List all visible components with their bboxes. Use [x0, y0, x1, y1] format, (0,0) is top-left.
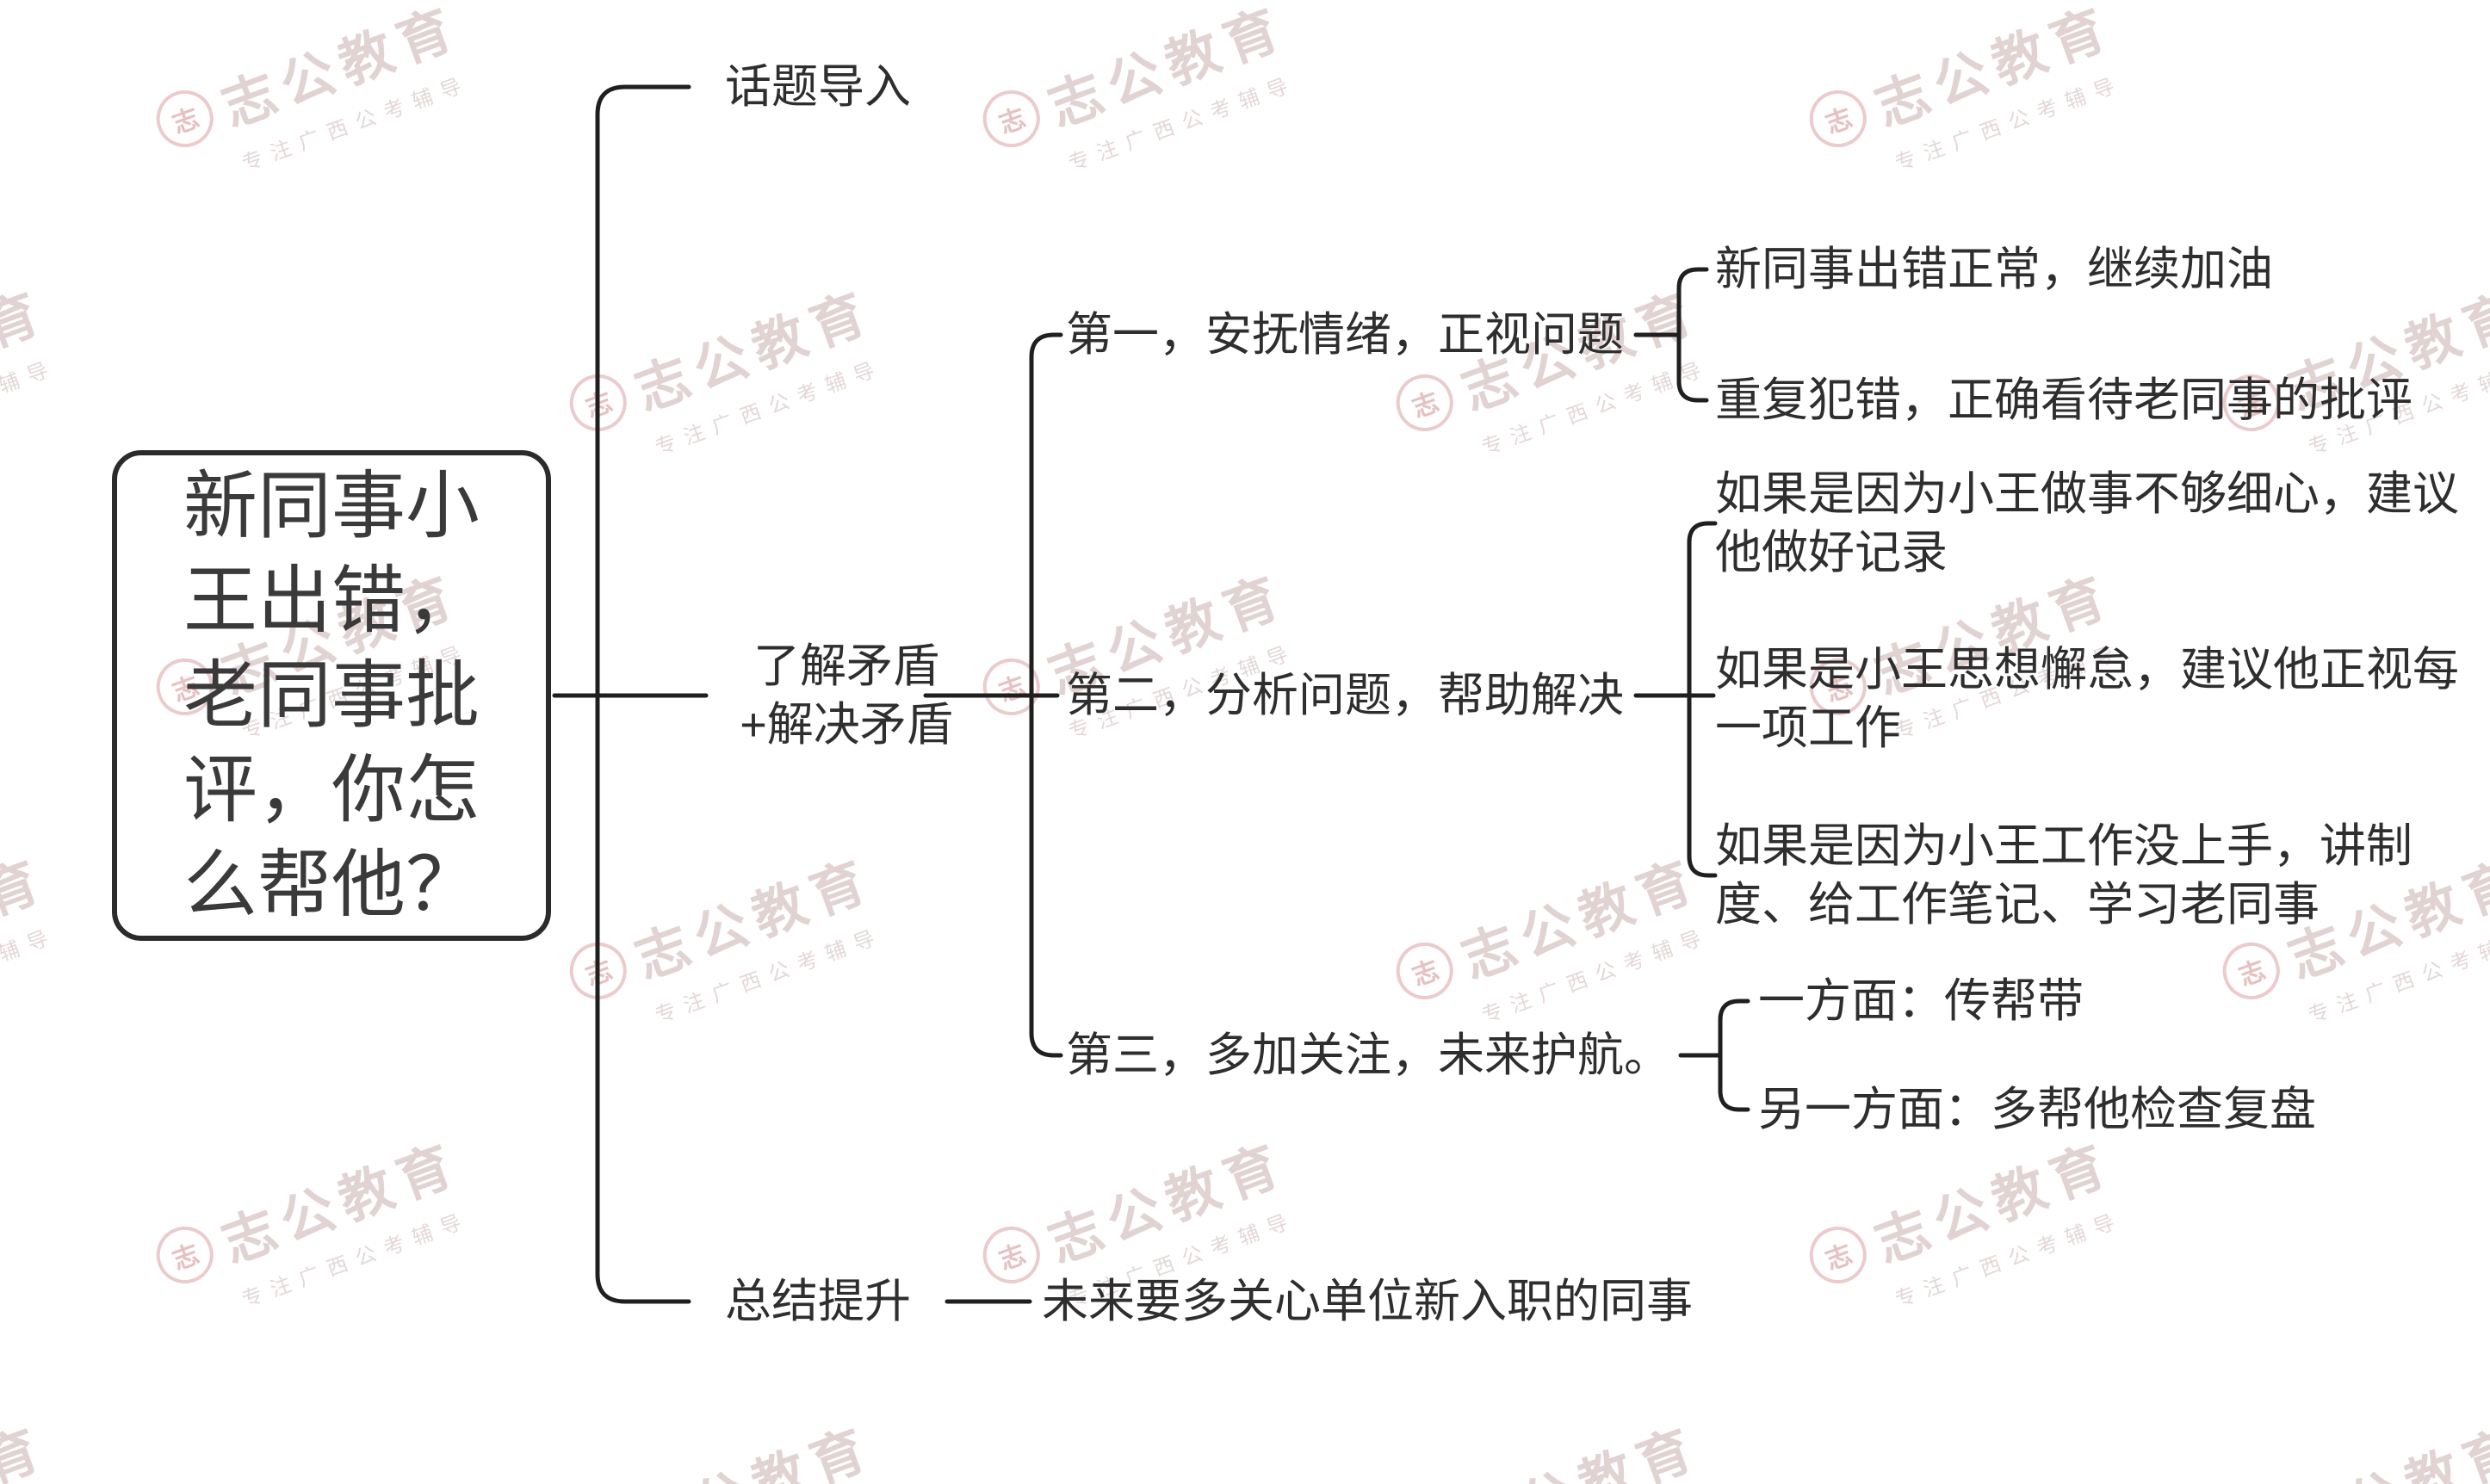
leaf-third-2: 另一方面：多帮他检查复盘	[1758, 1084, 2316, 1135]
branch-summary: 总结提升	[725, 1276, 911, 1327]
node-point-third: 第三，多加关注，未来护航。	[1066, 1030, 1670, 1081]
leaf-third-1: 一方面：传帮带	[1758, 975, 2084, 1027]
leaf-second-3: 如果是因为小王工作没上手，讲制 度、给工作笔记、学习老同事	[1715, 820, 2413, 931]
node-root: 新同事小 王出错， 老同事批 评，你怎 么帮他？	[112, 450, 551, 941]
branch-topic-intro: 话题导入	[725, 61, 911, 113]
connector-first-brace	[1676, 267, 1709, 403]
node-point-first: 第一，安抚情绪，正视问题	[1066, 309, 1624, 361]
leaf-first-1: 新同事出错正常，继续加油	[1715, 244, 2273, 295]
root-label: 新同事小 王出错， 老同事批 评，你怎 么帮他？	[183, 465, 480, 926]
connector-second-brace	[1687, 521, 1718, 878]
leaf-second-2: 如果是小王思想懈怠，建议他正视每 一项工作	[1715, 644, 2459, 754]
leaf-summary-1: 未来要多关心单位新入职的同事	[1042, 1276, 1693, 1327]
leaf-second-1: 如果是因为小王做事不够细心，建议 他做好记录	[1715, 468, 2459, 578]
connector-level2-brace	[1029, 332, 1063, 1058]
node-point-second: 第二，分析问题，帮助解决	[1066, 670, 1624, 721]
connector-third-brace	[1718, 999, 1750, 1112]
branch-main: 了解矛盾 +解决矛盾	[740, 640, 953, 751]
leaf-first-2: 重复犯错，正确看待老同事的批评	[1715, 374, 2413, 426]
connector-level1-brace	[595, 84, 691, 1304]
